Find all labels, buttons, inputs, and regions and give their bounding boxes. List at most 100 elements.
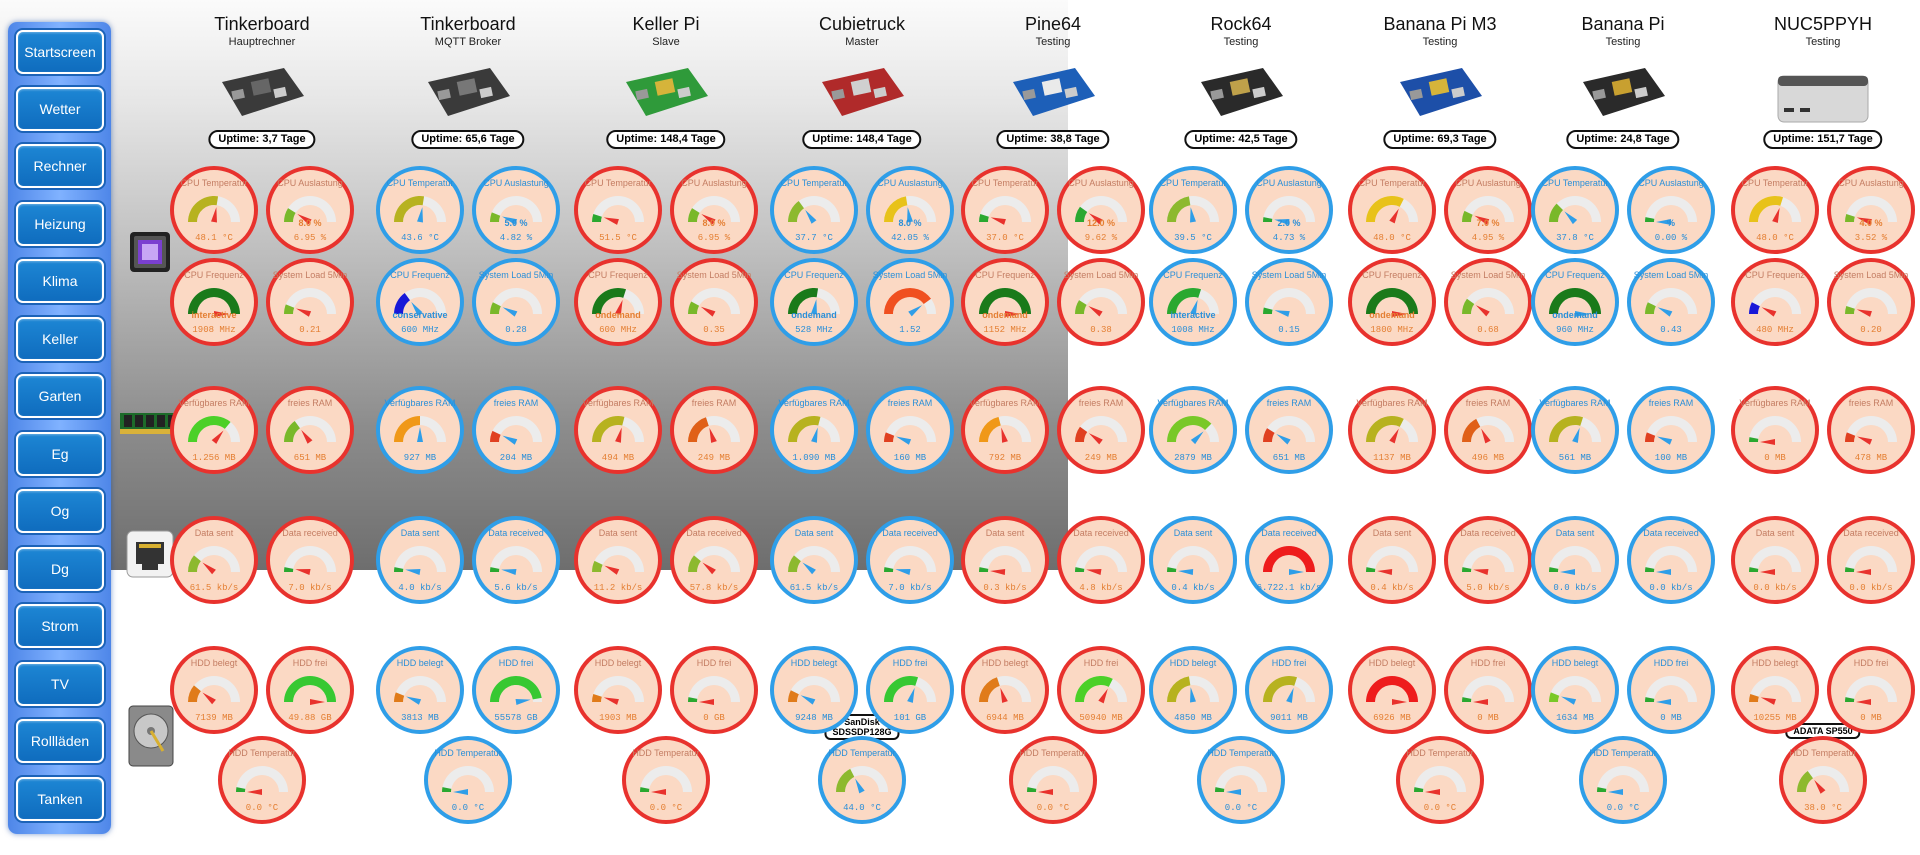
- nav-button-heizung[interactable]: Heizung: [16, 202, 104, 246]
- nav-button-og[interactable]: Og: [16, 489, 104, 533]
- nav-button-tv[interactable]: TV: [16, 662, 104, 706]
- nav-button-eg[interactable]: Eg: [16, 432, 104, 476]
- nav-button-wetter[interactable]: Wetter: [16, 87, 104, 131]
- nav-button-tanken[interactable]: Tanken: [16, 777, 104, 821]
- nav-button-strom[interactable]: Strom: [16, 604, 104, 648]
- nav-button-startscreen[interactable]: Startscreen: [16, 30, 104, 74]
- nav-button-keller[interactable]: Keller: [16, 317, 104, 361]
- nav-button-rechner[interactable]: Rechner: [16, 144, 104, 188]
- nav-button-klima[interactable]: Klima: [16, 259, 104, 303]
- nav-button-garten[interactable]: Garten: [16, 374, 104, 418]
- nav-button-rolllaeden[interactable]: Rollläden: [16, 719, 104, 763]
